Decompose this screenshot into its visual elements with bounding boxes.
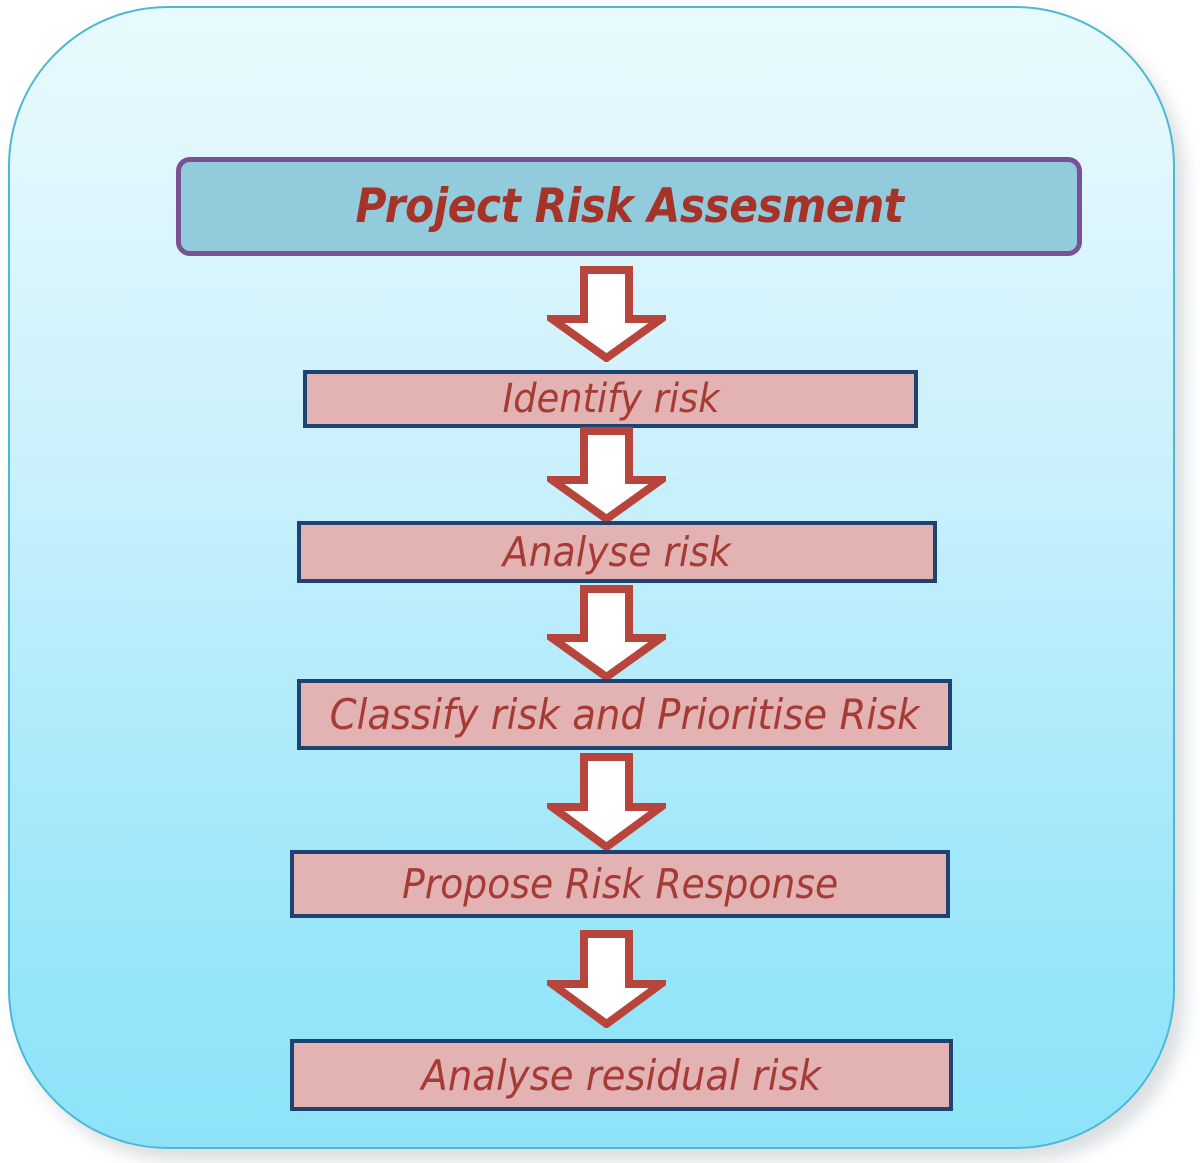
flowchart-step-classify-prioritise-risk: Classify risk and Prioritise Risk xyxy=(297,679,952,750)
flowchart-step-analyse-residual-risk: Analyse residual risk xyxy=(290,1039,953,1111)
flowchart-step-label: Analyse residual risk xyxy=(421,1050,822,1100)
down-arrow-icon xyxy=(547,266,666,362)
down-arrow-icon xyxy=(547,753,666,851)
flowchart-title-box: Project Risk Assesment xyxy=(176,157,1082,256)
flowchart-step-label: Analyse risk xyxy=(503,528,731,576)
down-arrow-icon xyxy=(547,585,666,681)
down-arrow-icon xyxy=(547,427,666,523)
flowchart-title-label: Project Risk Assesment xyxy=(354,179,904,234)
flowchart-step-label: Classify risk and Prioritise Risk xyxy=(329,690,920,739)
flowchart-step-analyse-risk: Analyse risk xyxy=(297,521,937,583)
flowchart-step-label: Identify risk xyxy=(501,376,720,422)
flowchart-step-propose-risk-response: Propose Risk Response xyxy=(290,850,950,918)
flowchart-step-identify-risk: Identify risk xyxy=(303,370,918,428)
flowchart-step-label: Propose Risk Response xyxy=(401,860,839,908)
down-arrow-icon xyxy=(547,930,666,1028)
